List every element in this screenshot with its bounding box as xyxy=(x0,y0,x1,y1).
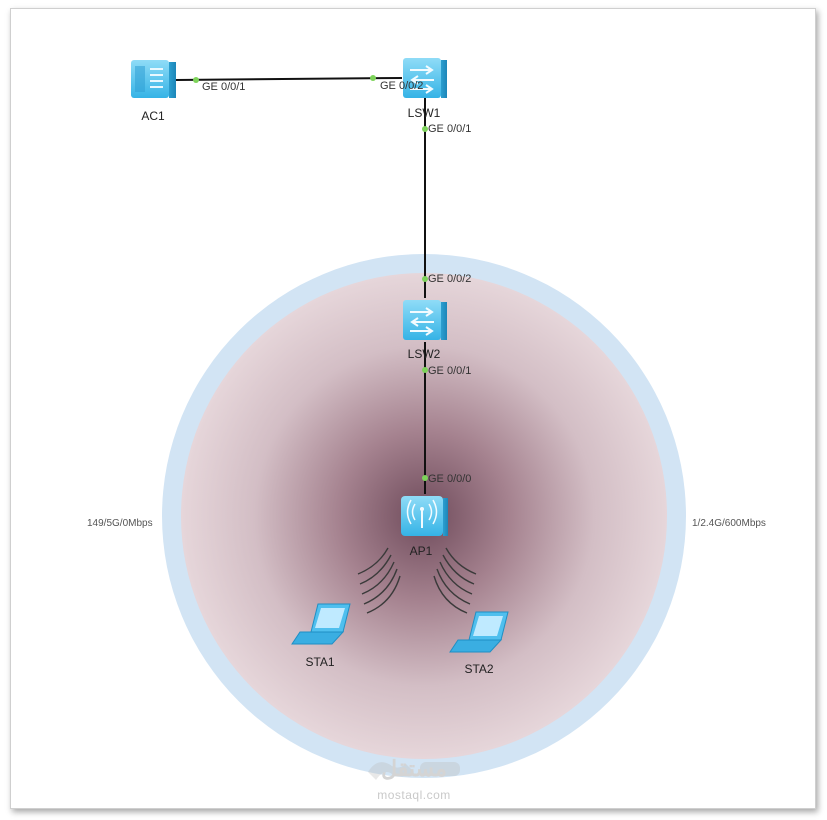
lsw1-switch-icon[interactable] xyxy=(403,58,447,98)
port-label-lsw2-ge001: GE 0/0/1 xyxy=(428,365,472,377)
watermark-arabic: مستقل xyxy=(381,756,447,781)
band-label-2-4g: 1/2.4G/600Mbps xyxy=(692,518,766,529)
device-label-sta2: STA2 xyxy=(464,662,494,676)
port-dot-lsw2-ge002 xyxy=(422,276,428,282)
watermark-latin: mostaql.com xyxy=(377,788,451,802)
wireless-signal-left-icon xyxy=(357,547,401,614)
band-label-5g: 149/5G/0Mbps xyxy=(87,518,153,529)
device-label-lsw2: LSW2 xyxy=(407,347,441,361)
ap1-access-point-icon[interactable] xyxy=(401,496,448,536)
port-label-ac1-ge001: GE 0/0/1 xyxy=(202,81,246,93)
wireless-signal-right-icon xyxy=(433,547,477,614)
port-dot-lsw1-ge001 xyxy=(422,126,428,132)
port-label-lsw1-ge002: GE 0/0/2 xyxy=(380,80,424,92)
ac1-device-icon[interactable] xyxy=(131,60,176,98)
lsw2-switch-icon[interactable] xyxy=(403,300,447,340)
port-dot-ap1-ge000 xyxy=(422,475,428,481)
mostaql-logo-icon xyxy=(368,762,460,780)
sta1-laptop-icon[interactable] xyxy=(291,603,351,645)
device-label-lsw1: LSW1 xyxy=(407,106,441,120)
device-label-ac1: AC1 xyxy=(141,109,165,123)
port-dot-lsw1-ge002 xyxy=(370,75,376,81)
port-dot-lsw2-ge001 xyxy=(422,367,428,373)
link-ac1-lsw1[interactable] xyxy=(175,77,403,81)
port-dot-ac1-ge001 xyxy=(193,77,199,83)
port-label-lsw1-ge001: GE 0/0/1 xyxy=(428,123,472,135)
sta2-laptop-icon[interactable] xyxy=(449,611,509,653)
device-label-sta1: STA1 xyxy=(305,655,335,669)
port-label-lsw2-ge002: GE 0/0/2 xyxy=(428,273,472,285)
port-label-ap1-ge000: GE 0/0/0 xyxy=(428,473,472,485)
device-label-ap1: AP1 xyxy=(409,544,433,558)
